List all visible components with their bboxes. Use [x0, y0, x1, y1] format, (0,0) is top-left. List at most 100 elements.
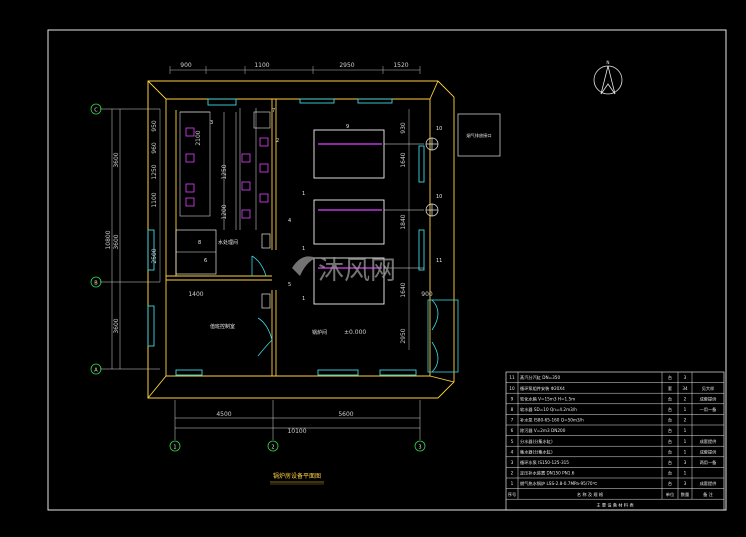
- room-labels: 水处理间 值班控制室 锅炉间 ±0.000: [210, 239, 366, 336]
- axis-bubble-c: [90, 103, 102, 115]
- table-cell-unit: 台: [668, 480, 672, 487]
- table-cell-no: 2: [511, 471, 514, 476]
- dim-left-3600-b: 3600: [113, 234, 120, 249]
- doors: [251, 255, 459, 373]
- table-cell-qty: 2: [684, 418, 687, 423]
- dim-left-1100: 1100: [151, 192, 158, 207]
- tag-8: 8: [198, 240, 201, 246]
- axis-label-b: B: [94, 281, 98, 287]
- table-cell-no: 9: [511, 396, 514, 401]
- dim-bottom-2: 5600: [338, 411, 353, 418]
- plan-title: 锅炉房设备平面图: [273, 472, 321, 480]
- table-cell-note: 见大样: [702, 385, 715, 392]
- table-cell-qty: 34: [682, 386, 688, 391]
- table-cell-no: 4: [511, 449, 514, 454]
- flue-connectors: [425, 137, 439, 217]
- equipment-tags: 1 1 1 2 3 4 5 6 7 8 9 10 10 11: [198, 108, 442, 302]
- axis-bubble-2: [267, 440, 279, 452]
- axis-bubble-a: [90, 363, 102, 375]
- legend-box: [457, 113, 501, 157]
- dim-left-1250: 1250: [151, 164, 158, 179]
- table-cell-name: 补水泵 IS80-65-160 Q=50m3/h: [520, 417, 584, 424]
- table-cell-qty: 3: [684, 460, 687, 465]
- table-header-qty: 数量: [681, 491, 689, 498]
- table-header-unit: 单位: [666, 491, 674, 498]
- axis-grid: [100, 108, 421, 440]
- table-cell-unit: 台: [668, 374, 672, 381]
- table-cell-qty: 1: [684, 471, 687, 476]
- dimension-lines: [159, 66, 421, 350]
- vertical-dimension-texts: 950 960 1250 1100 2500 3600 3600 3600 10…: [105, 120, 407, 344]
- dim-right-930: 930: [400, 122, 407, 134]
- tag-boiler-1: 1: [302, 191, 305, 197]
- table-cell-note: 一用一备: [700, 406, 718, 413]
- tag-6: 6: [204, 258, 207, 264]
- dim-right-1840: 1840: [400, 214, 407, 229]
- expansion-device: [253, 111, 271, 129]
- table-cell-no: 6: [511, 428, 514, 433]
- table-cell-note: 两用一备: [700, 459, 718, 466]
- table-cell-name: 定压补水装置 DN150 PN1.6: [520, 470, 575, 477]
- table-cell-qty: 1: [684, 407, 687, 412]
- tag-4: 4: [288, 218, 291, 224]
- dim-left-1400: 1400: [188, 291, 203, 298]
- dim-bottom-total: 10100: [287, 428, 306, 435]
- table-cell-qty: 3: [684, 375, 687, 380]
- watermark-text: 沐风网: [318, 256, 396, 286]
- table-cell-qty: 3: [684, 481, 687, 486]
- table-cell-name: 分水器(分集水缸): [520, 438, 553, 445]
- dim-right-1640-b: 1640: [400, 282, 407, 297]
- table-cell-unit: 套: [668, 385, 673, 392]
- dim-right-1640-a: 1640: [400, 152, 407, 167]
- axis-bubble-3: [414, 440, 426, 452]
- north-arrow-icon: N: [593, 60, 623, 95]
- table-cell-no: 11: [509, 375, 515, 380]
- table-cell-name: 软化水箱 V=15m3 H=1.5m: [520, 395, 575, 402]
- dim-top-4: 1520: [393, 62, 408, 69]
- dim-inner-2100: 2100: [195, 130, 202, 145]
- table-cell-note: 成套提供: [700, 448, 717, 455]
- tag-5: 5: [288, 282, 291, 288]
- tag-3: 3: [210, 120, 213, 126]
- table-cell-no: 7: [511, 418, 514, 423]
- table-cell-no: 3: [511, 460, 514, 465]
- axis-bubble-b: [90, 276, 102, 288]
- boilers: [313, 129, 424, 305]
- boiler-3: [313, 257, 385, 305]
- dim-left-960: 960: [151, 142, 158, 154]
- table-cell-unit: 台: [668, 427, 672, 434]
- watermark: 沐风网: [292, 256, 396, 286]
- table-cell-no: 1: [511, 481, 514, 486]
- dim-left-3600-c: 3600: [113, 318, 120, 333]
- dim-left-2500: 2500: [151, 248, 158, 263]
- table-cell-note: 成套提供: [700, 438, 717, 445]
- axis-label-c: C: [94, 108, 98, 114]
- table-cell-qty: 1: [684, 428, 687, 433]
- room-label-boiler: 锅炉间: [312, 329, 327, 336]
- tag-boiler-3: 1: [302, 296, 305, 302]
- legend-box-text: 烟气排放接口: [466, 132, 491, 139]
- axis-label-2: 2: [271, 445, 274, 451]
- table-cell-unit: 台: [668, 470, 672, 477]
- pump-equipment: [175, 108, 271, 309]
- table-cell-note: 成套提供: [700, 480, 717, 487]
- dim-left-10800: 10800: [105, 230, 112, 249]
- windows: [147, 98, 425, 376]
- drawing-border: [47, 29, 727, 511]
- table-title: 主 要 设 备 材 料 表: [596, 501, 634, 508]
- table-cell-unit: 台: [668, 438, 672, 445]
- table-header-name: 名 称 及 规 格: [577, 491, 604, 498]
- dim-left-950: 950: [151, 120, 158, 132]
- table-cell-qty: 2: [684, 396, 687, 401]
- tag-10-a: 10: [436, 126, 442, 132]
- dim-top-3: 2950: [339, 62, 354, 69]
- axis-bubbles: C B A 1 2 3: [90, 103, 426, 452]
- dim-right-900: 900: [421, 291, 433, 298]
- elevation-mark: ±0.000: [344, 329, 366, 336]
- table-cell-qty: 1: [684, 439, 687, 444]
- table-cell-unit: 台: [668, 448, 672, 455]
- table-cell-unit: 台: [668, 459, 672, 466]
- table-cell-unit: 台: [668, 406, 672, 413]
